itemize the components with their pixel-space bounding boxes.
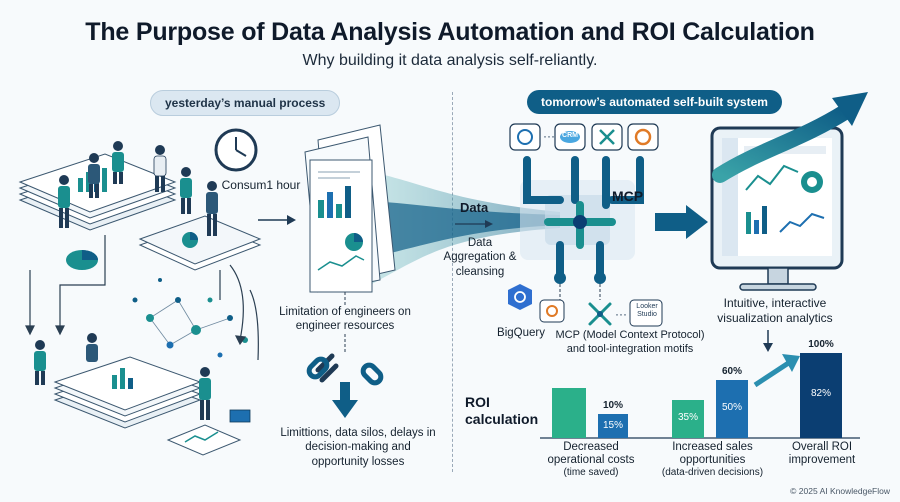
down-arrow-icon: [332, 382, 358, 418]
scattered-data-dots: [132, 278, 248, 358]
roi-label-overall-top: 100%: [808, 339, 834, 350]
roi-group-sales-note: (data-driven decisions): [661, 467, 764, 478]
svg-text:···: ···: [615, 307, 627, 321]
roi-group-sales-name: Increased sales opportunities: [672, 441, 753, 466]
manual-process-pill: yesterday’s manual process: [150, 90, 341, 116]
roi-pct-sales-after: 50%: [721, 402, 742, 413]
section-divider: [452, 92, 453, 472]
svg-text:···: ···: [543, 129, 555, 143]
roi-group-costs-note: (time saved): [563, 467, 619, 478]
limitation-label: Limitation of engineers on engineer reso…: [279, 306, 411, 333]
roi-pct-costs: 15%: [602, 420, 623, 431]
clock-icon: [214, 128, 258, 172]
time-label: Consum1 hour: [221, 178, 301, 192]
roi-pct-overall: 82%: [810, 388, 831, 399]
report-sheet-icon: [166, 424, 242, 456]
data-label: Data: [460, 200, 489, 215]
roi-trend-arrow: [753, 354, 800, 388]
roi-bar-costs-before: [552, 388, 586, 438]
document-stack-bottom: [53, 356, 202, 429]
looker-studio-label: Looker Studio: [636, 303, 658, 318]
roi-calculation-label: ROI calculation: [465, 394, 539, 427]
roi-label-sales-top: 60%: [721, 366, 742, 377]
viz-down-arrow: [763, 330, 773, 352]
folder-icon: [229, 409, 251, 423]
issues-label: Limittions, data silos, delays in decisi…: [280, 427, 436, 468]
roi-bar-sales-before: [672, 400, 704, 438]
bottom-tool-icons: ···: [508, 284, 663, 327]
mcp-label: MCP: [612, 188, 644, 204]
broken-chain-icon: [306, 353, 384, 386]
roi-label-costs-top: 10%: [602, 400, 623, 411]
roi-bar-costs-after: [598, 414, 628, 438]
aggregation-label: Data Aggregation & cleansing: [443, 237, 517, 278]
copyright: © 2025 AI KnowledgeFlow: [790, 486, 890, 496]
data-arrow: [455, 220, 493, 228]
integration-hub: [520, 156, 644, 300]
growth-arrow-icon: [712, 92, 868, 183]
page-subtitle: Why building it data analysis self-relia…: [302, 52, 598, 69]
document-funnel: [304, 124, 560, 293]
pie-chart-icon: [66, 250, 98, 270]
tool-icons-row: ···: [509, 123, 659, 151]
roi-group-overall-name: Overall ROI improvement: [788, 441, 856, 466]
roi-pct-sales-before: 35%: [677, 412, 698, 423]
roi-bar-chart: [540, 353, 860, 439]
mcp-arrow: [655, 205, 708, 239]
visualization-label: Intuitive, interactive visualization ana…: [717, 296, 833, 325]
document-stack-mid: [138, 215, 262, 271]
roi-bar-overall: [800, 353, 842, 438]
roi-group-costs-name: Decreased operational costs: [547, 441, 635, 466]
manual-flow-arrows: [25, 235, 259, 361]
roi-bar-sales-after: [716, 380, 748, 438]
small-arrow-icon: [258, 215, 296, 225]
page-title: The Purpose of Data Analysis Automation …: [85, 18, 815, 46]
bigquery-label: BigQuery: [497, 327, 545, 339]
team-people-icon: [34, 141, 218, 420]
automated-system-pill: tomorrow’s automated self-built system: [527, 90, 782, 114]
mcp-description: MCP (Model Context Protocol) and tool-in…: [555, 329, 705, 355]
crm-badge: CRM: [562, 132, 578, 139]
